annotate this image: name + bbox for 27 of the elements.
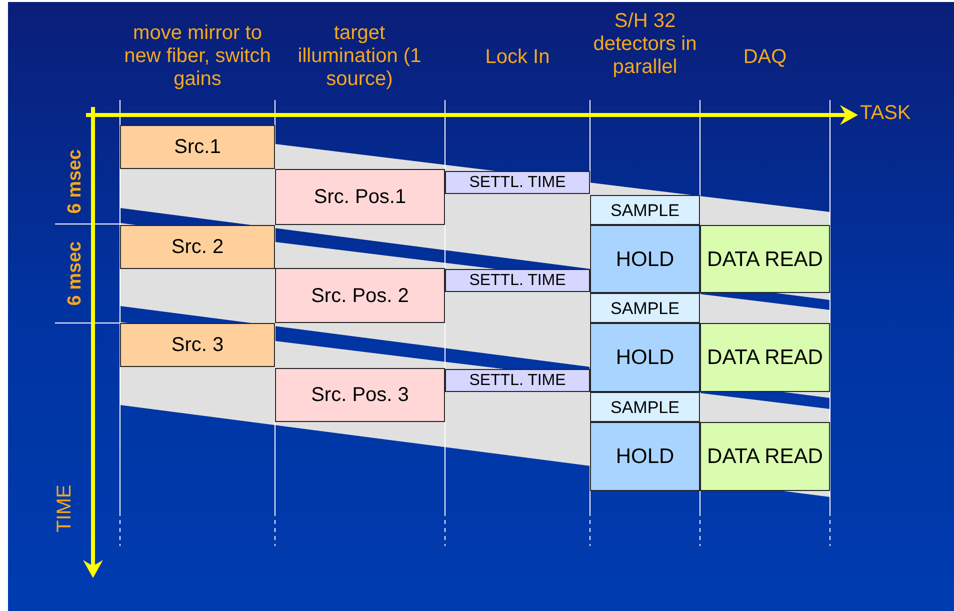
sample-box: SAMPLE (590, 392, 700, 422)
settling-time-box: SETTL. TIME (445, 171, 590, 194)
hold-box: HOLD (590, 323, 700, 392)
column-header: move mirror to new fiber, switch gains (123, 22, 272, 91)
hold-box: HOLD (590, 422, 700, 491)
data-read-box: DATA READ (700, 225, 830, 293)
column-header: target illumination (1 source) (296, 22, 422, 91)
source-position-box: Src. Pos. 3 (275, 368, 445, 422)
source-position-box: Src. Pos. 2 (275, 268, 445, 323)
sample-box: SAMPLE (590, 195, 700, 225)
sample-box: SAMPLE (590, 293, 700, 323)
source-step-box: Src.1 (120, 125, 275, 169)
source-step-box: Src. 2 (120, 225, 275, 269)
interval-label: 6 msec (64, 240, 86, 308)
column-header: DAQ (742, 46, 788, 69)
source-step-box: Src. 3 (120, 323, 275, 367)
data-read-box: DATA READ (700, 323, 830, 392)
settling-time-box: SETTL. TIME (445, 369, 590, 392)
interval-label: 6 msec (64, 148, 86, 216)
data-read-box: DATA READ (700, 422, 830, 491)
axis-label: TIME (54, 484, 76, 534)
column-header: Lock In (484, 46, 551, 69)
source-position-box: Src. Pos.1 (275, 169, 445, 225)
axis-label: TASK (860, 102, 912, 125)
column-header: S/H 32 detectors in parallel (592, 10, 698, 79)
hold-box: HOLD (590, 225, 700, 293)
settling-time-box: SETTL. TIME (445, 269, 590, 292)
